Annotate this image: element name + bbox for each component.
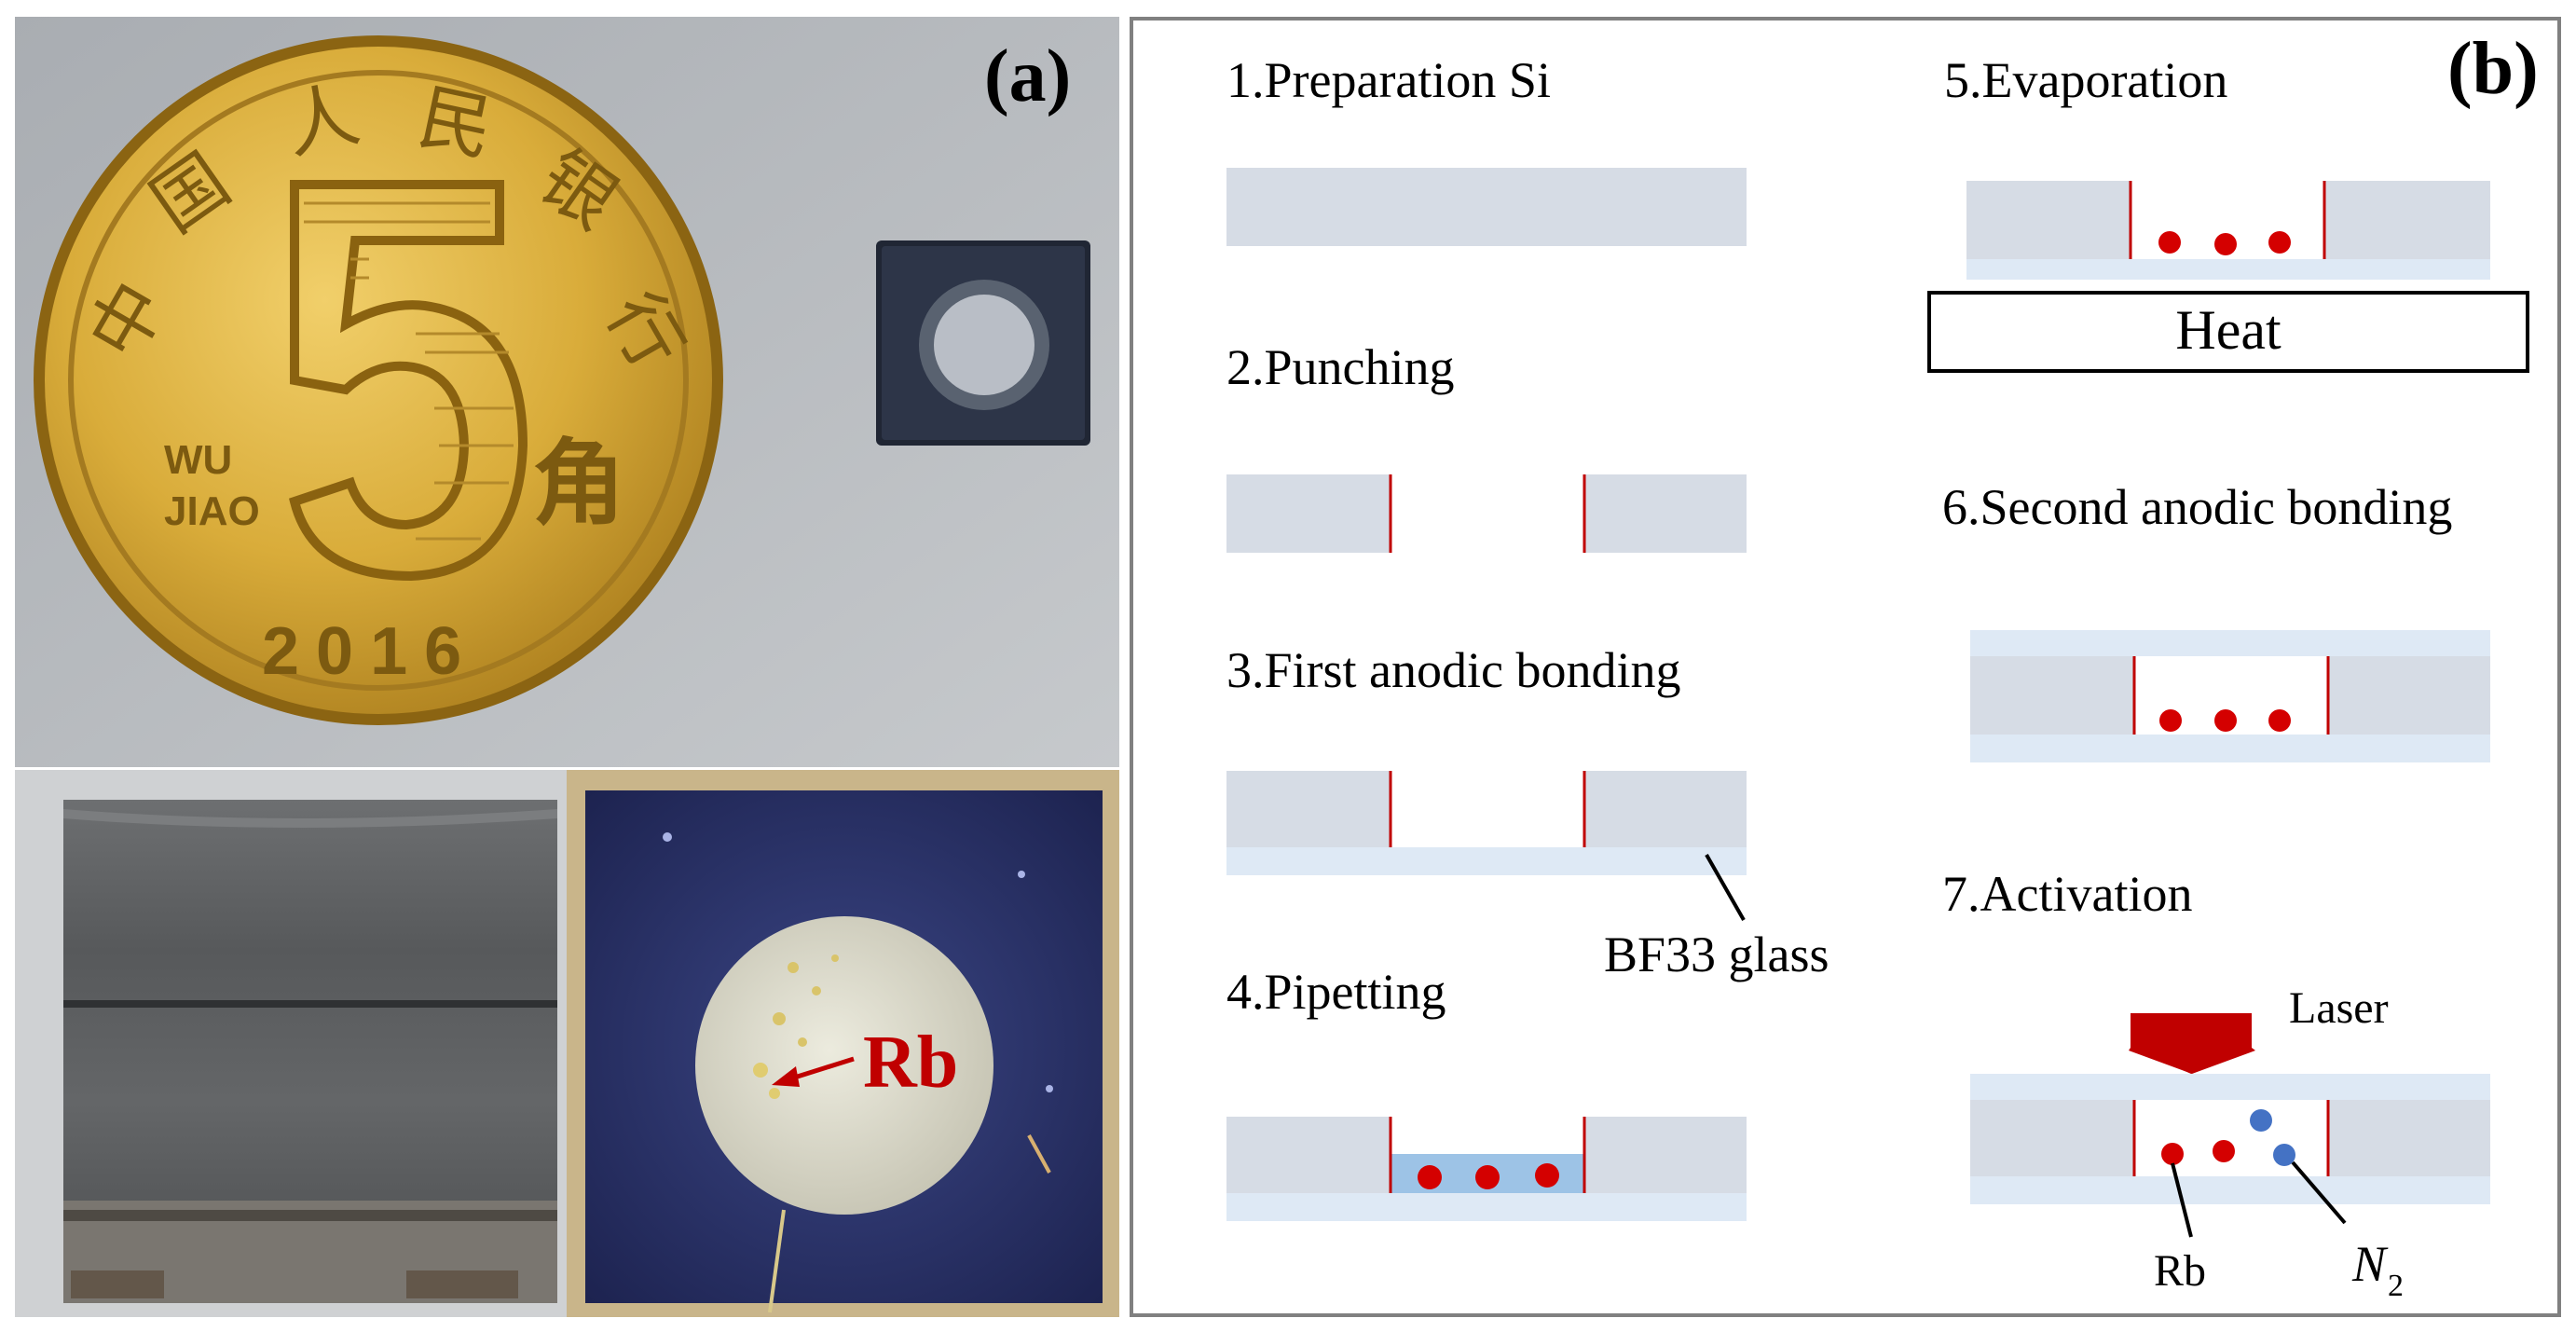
step-7-activated-cell	[1970, 1074, 2490, 1204]
coin-rim-char-3: 人	[278, 73, 366, 168]
laser-label: Laser	[2289, 983, 2389, 1033]
silicon-frame-image	[876, 240, 1090, 446]
panel-a-label: (a)	[984, 35, 1071, 117]
coin-text-wu: WU	[164, 437, 232, 483]
cell-top-view-image: Rb	[567, 770, 1119, 1317]
heat-label: Heat	[2175, 299, 2281, 361]
step-1-title: 1.Preparation Si	[1226, 52, 1551, 108]
panel-b-label: (b)	[2447, 28, 2539, 110]
step-3-bonded-structure	[1226, 771, 1747, 875]
step-4-title: 4.Pipetting	[1226, 964, 1446, 1020]
coin-text-jiao: JIAO	[164, 488, 260, 534]
glass-label: BF33 glass	[1604, 927, 1829, 982]
coin-unit-char: 角	[532, 432, 625, 536]
step-6-title: 6.Second anodic bonding	[1942, 479, 2452, 535]
panel-a-svg: 5 WU JIAO 角 2016 中 国 人 民 银 行 (a)	[15, 17, 1119, 1317]
step-2-title: 2.Punching	[1226, 339, 1455, 395]
heater-plate	[1927, 291, 2529, 373]
panel-b-process-diagram: (b) 1.Preparation Si 2.Punching 3.First …	[1130, 17, 2561, 1317]
cell-side-view-image	[15, 770, 567, 1317]
step-1-silicon-wafer	[1226, 168, 1747, 246]
coin-year: 2016	[262, 614, 478, 689]
step-7-title: 7.Activation	[1942, 866, 2192, 922]
n2-label: N	[2351, 1236, 2389, 1292]
panel-a-photos: 5 WU JIAO 角 2016 中 国 人 民 银 行 (a)	[15, 17, 1119, 1317]
n2-subscript: 2	[2388, 1269, 2404, 1303]
n2-leader-line	[2291, 1160, 2347, 1225]
step-5-title: 5.Evaporation	[1944, 52, 2227, 108]
glass-leader-line	[1705, 854, 1746, 921]
rb-label: Rb	[2154, 1246, 2206, 1296]
step-3-title: 3.First anodic bonding	[1226, 642, 1680, 698]
laser-arrow	[2129, 1013, 2255, 1074]
step-4-pipetted-structure	[1226, 1117, 1747, 1221]
rb-photo-label: Rb	[863, 1022, 958, 1104]
step-2-punched-wafer	[1226, 474, 1747, 553]
step-6-sealed-cell	[1970, 630, 2490, 762]
coin-rim-char-4: 民	[412, 76, 500, 171]
rb-leader-line	[2171, 1162, 2193, 1238]
step-5-evaporation-structure	[1966, 181, 2490, 280]
coin-image: 5 WU JIAO 角 2016 中 国 人 民 银 行	[34, 35, 723, 725]
panel-b-svg: (b) 1.Preparation Si 2.Punching 3.First …	[1226, 28, 2539, 1303]
